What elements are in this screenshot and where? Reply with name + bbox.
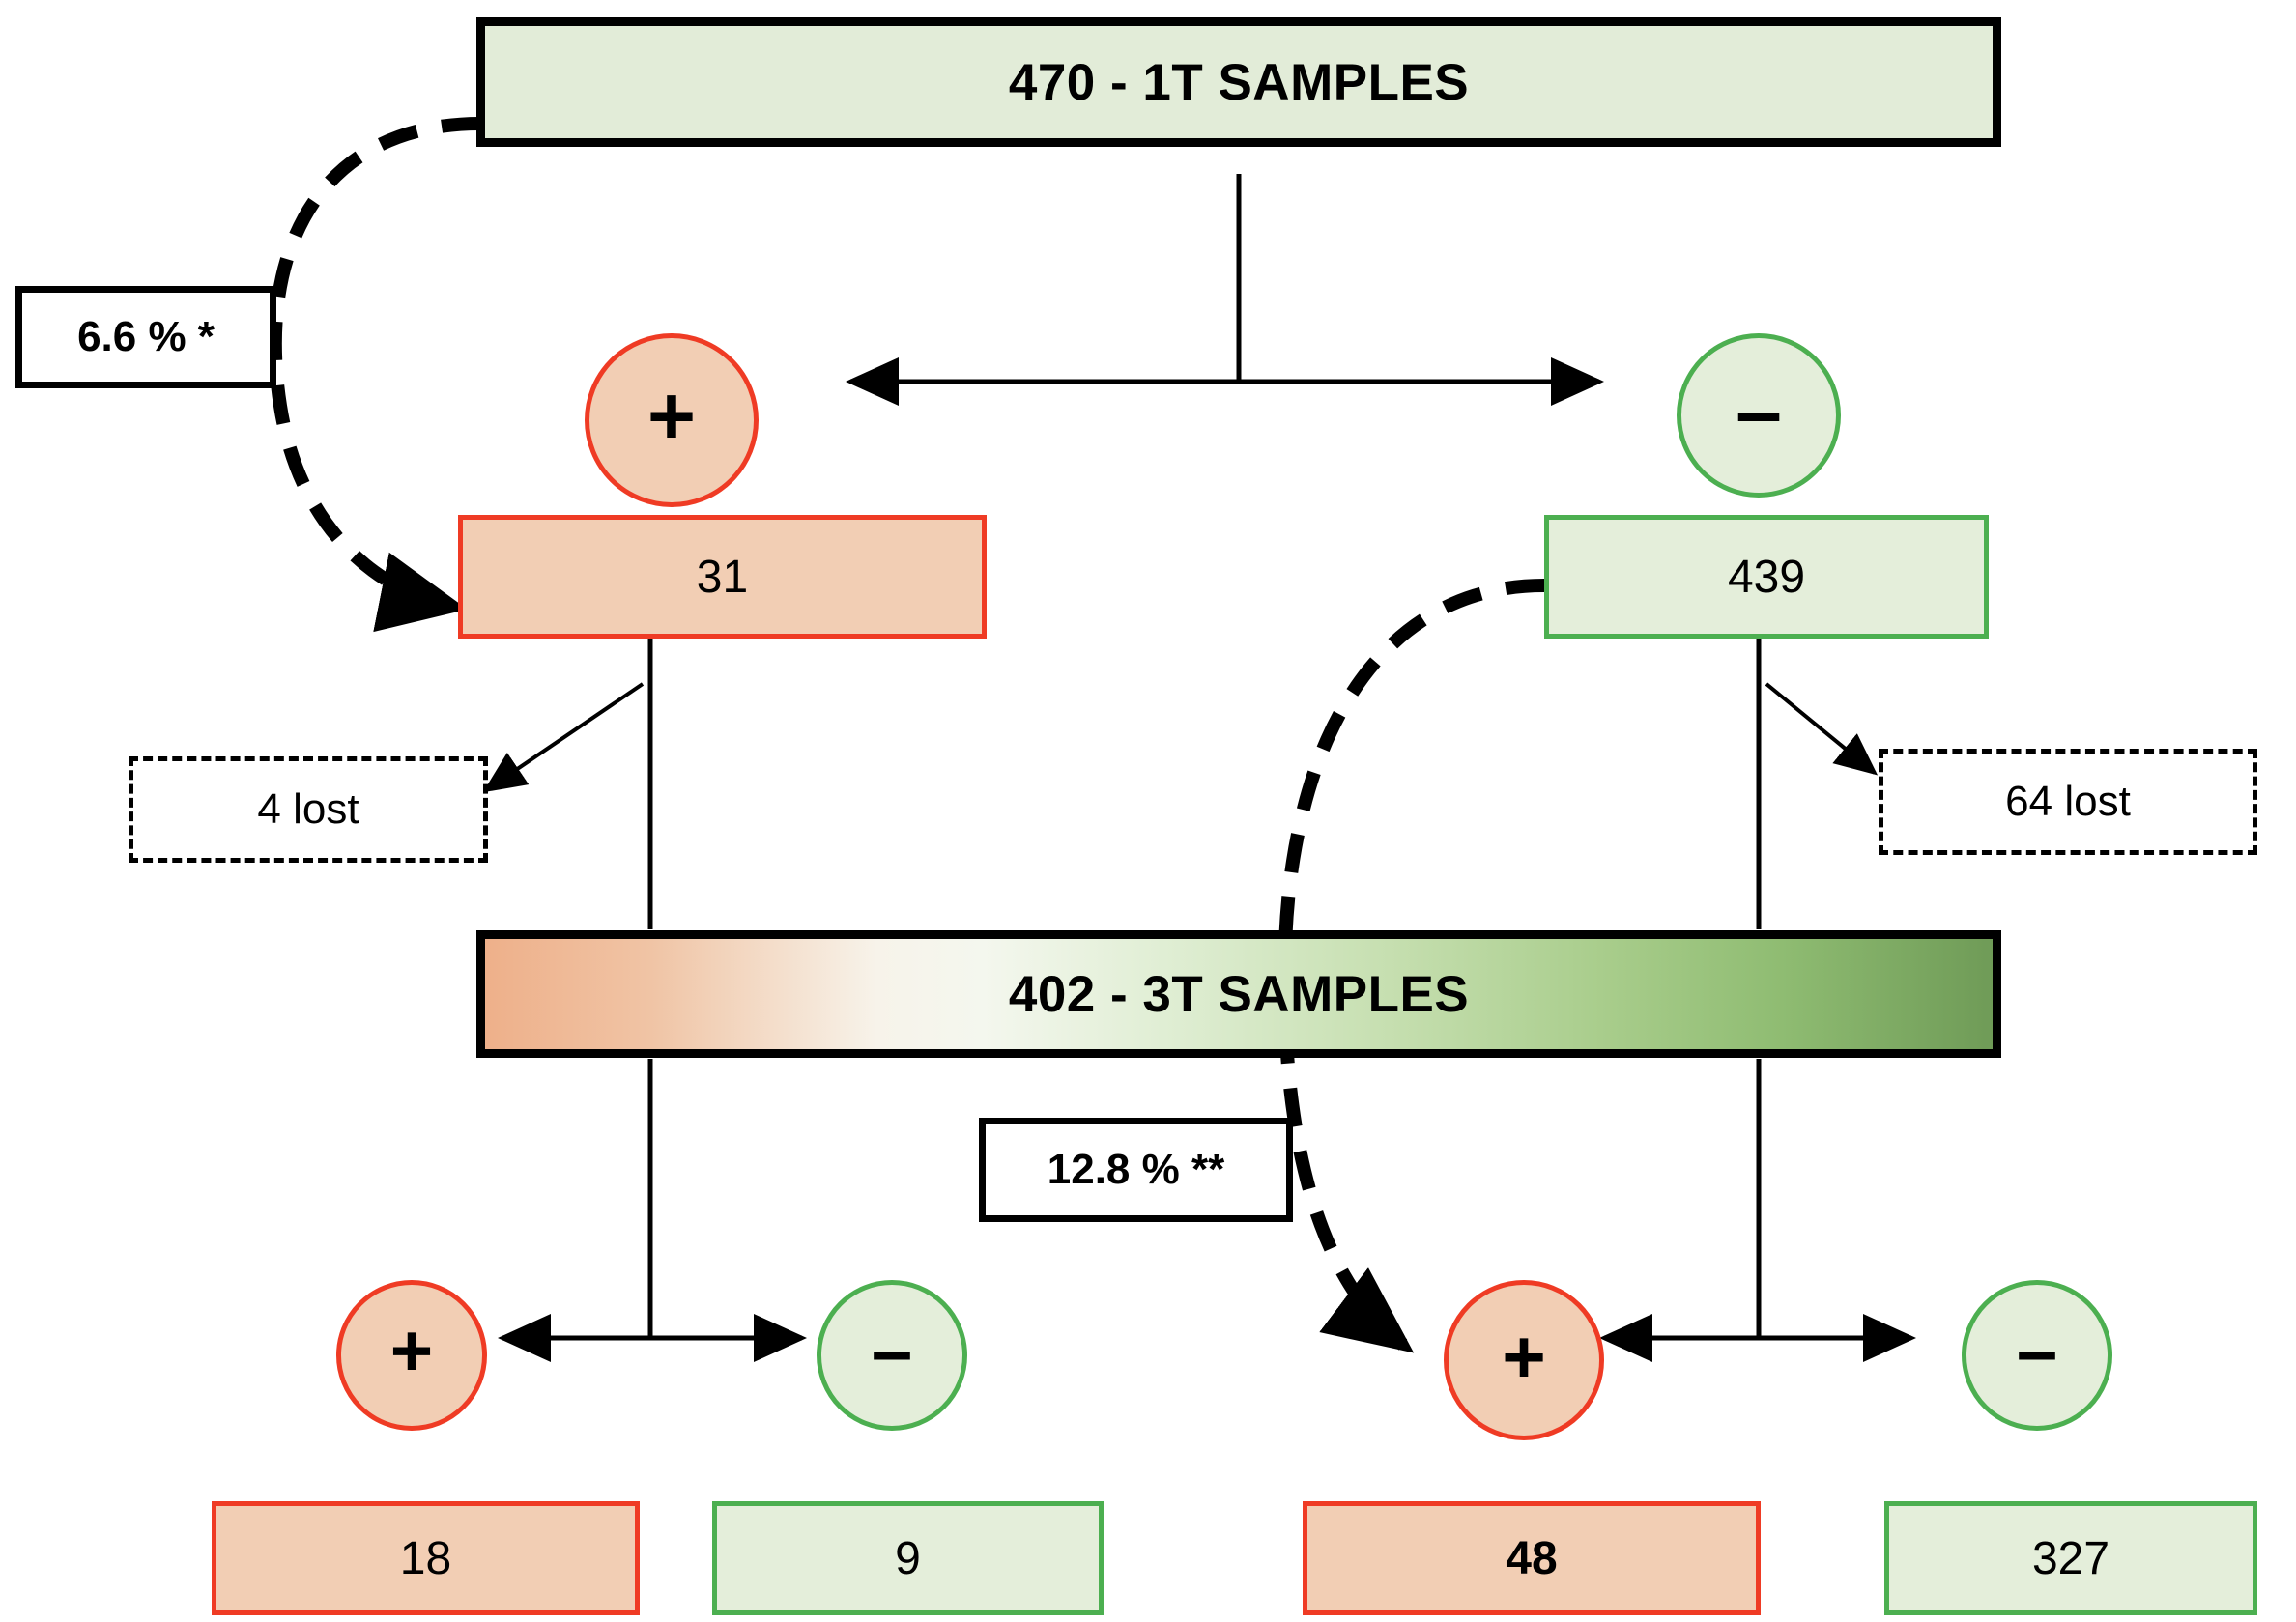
count-box-1t-negative: 439 <box>1544 515 1989 639</box>
minus-icon-tier1: – <box>1677 333 1841 498</box>
split-arrow-tier1 <box>846 174 1604 406</box>
minus-icon-tier3-right: – <box>1962 1280 2112 1431</box>
count-box-3t-left-negative: 9 <box>712 1501 1104 1615</box>
count-box-3t-right-positive: 48 <box>1303 1501 1761 1615</box>
plus-icon-tier1: + <box>585 333 759 507</box>
banner-1t-samples: 470 - 1T SAMPLES <box>476 17 2001 147</box>
split-arrow-tier3-left <box>498 1059 807 1362</box>
plus-icon-tier3-right: + <box>1444 1280 1604 1440</box>
minus-icon-tier3-left: – <box>817 1280 967 1431</box>
plus-glyph: + <box>389 1310 434 1392</box>
split-arrow-tier3-right <box>1599 1059 1916 1362</box>
arrow-4-lost <box>482 682 645 793</box>
count-box-3t-right-negative: 327 <box>1884 1501 2257 1615</box>
banner-3t-samples: 402 - 3T SAMPLES <box>476 930 2001 1058</box>
arrow-64-lost <box>1765 682 1879 776</box>
minus-glyph: – <box>2016 1310 2058 1392</box>
plus-icon-tier3-left: + <box>336 1280 487 1431</box>
count-box-1t-positive: 31 <box>458 515 987 639</box>
lost-box-right: 64 lost <box>1879 749 2257 855</box>
annotation-seroconversion-1t: 6.6 % * <box>15 286 276 388</box>
minus-glyph: – <box>871 1310 913 1392</box>
annotation-seroconversion-3t: 12.8 % ** <box>979 1118 1293 1222</box>
minus-glyph: – <box>1736 365 1782 458</box>
dashed-curve-seroconversion-1t <box>268 117 481 633</box>
count-box-3t-left-positive: 18 <box>212 1501 640 1615</box>
lost-box-left: 4 lost <box>129 756 488 863</box>
plus-glyph: + <box>646 370 697 463</box>
plus-glyph: + <box>1502 1314 1546 1399</box>
